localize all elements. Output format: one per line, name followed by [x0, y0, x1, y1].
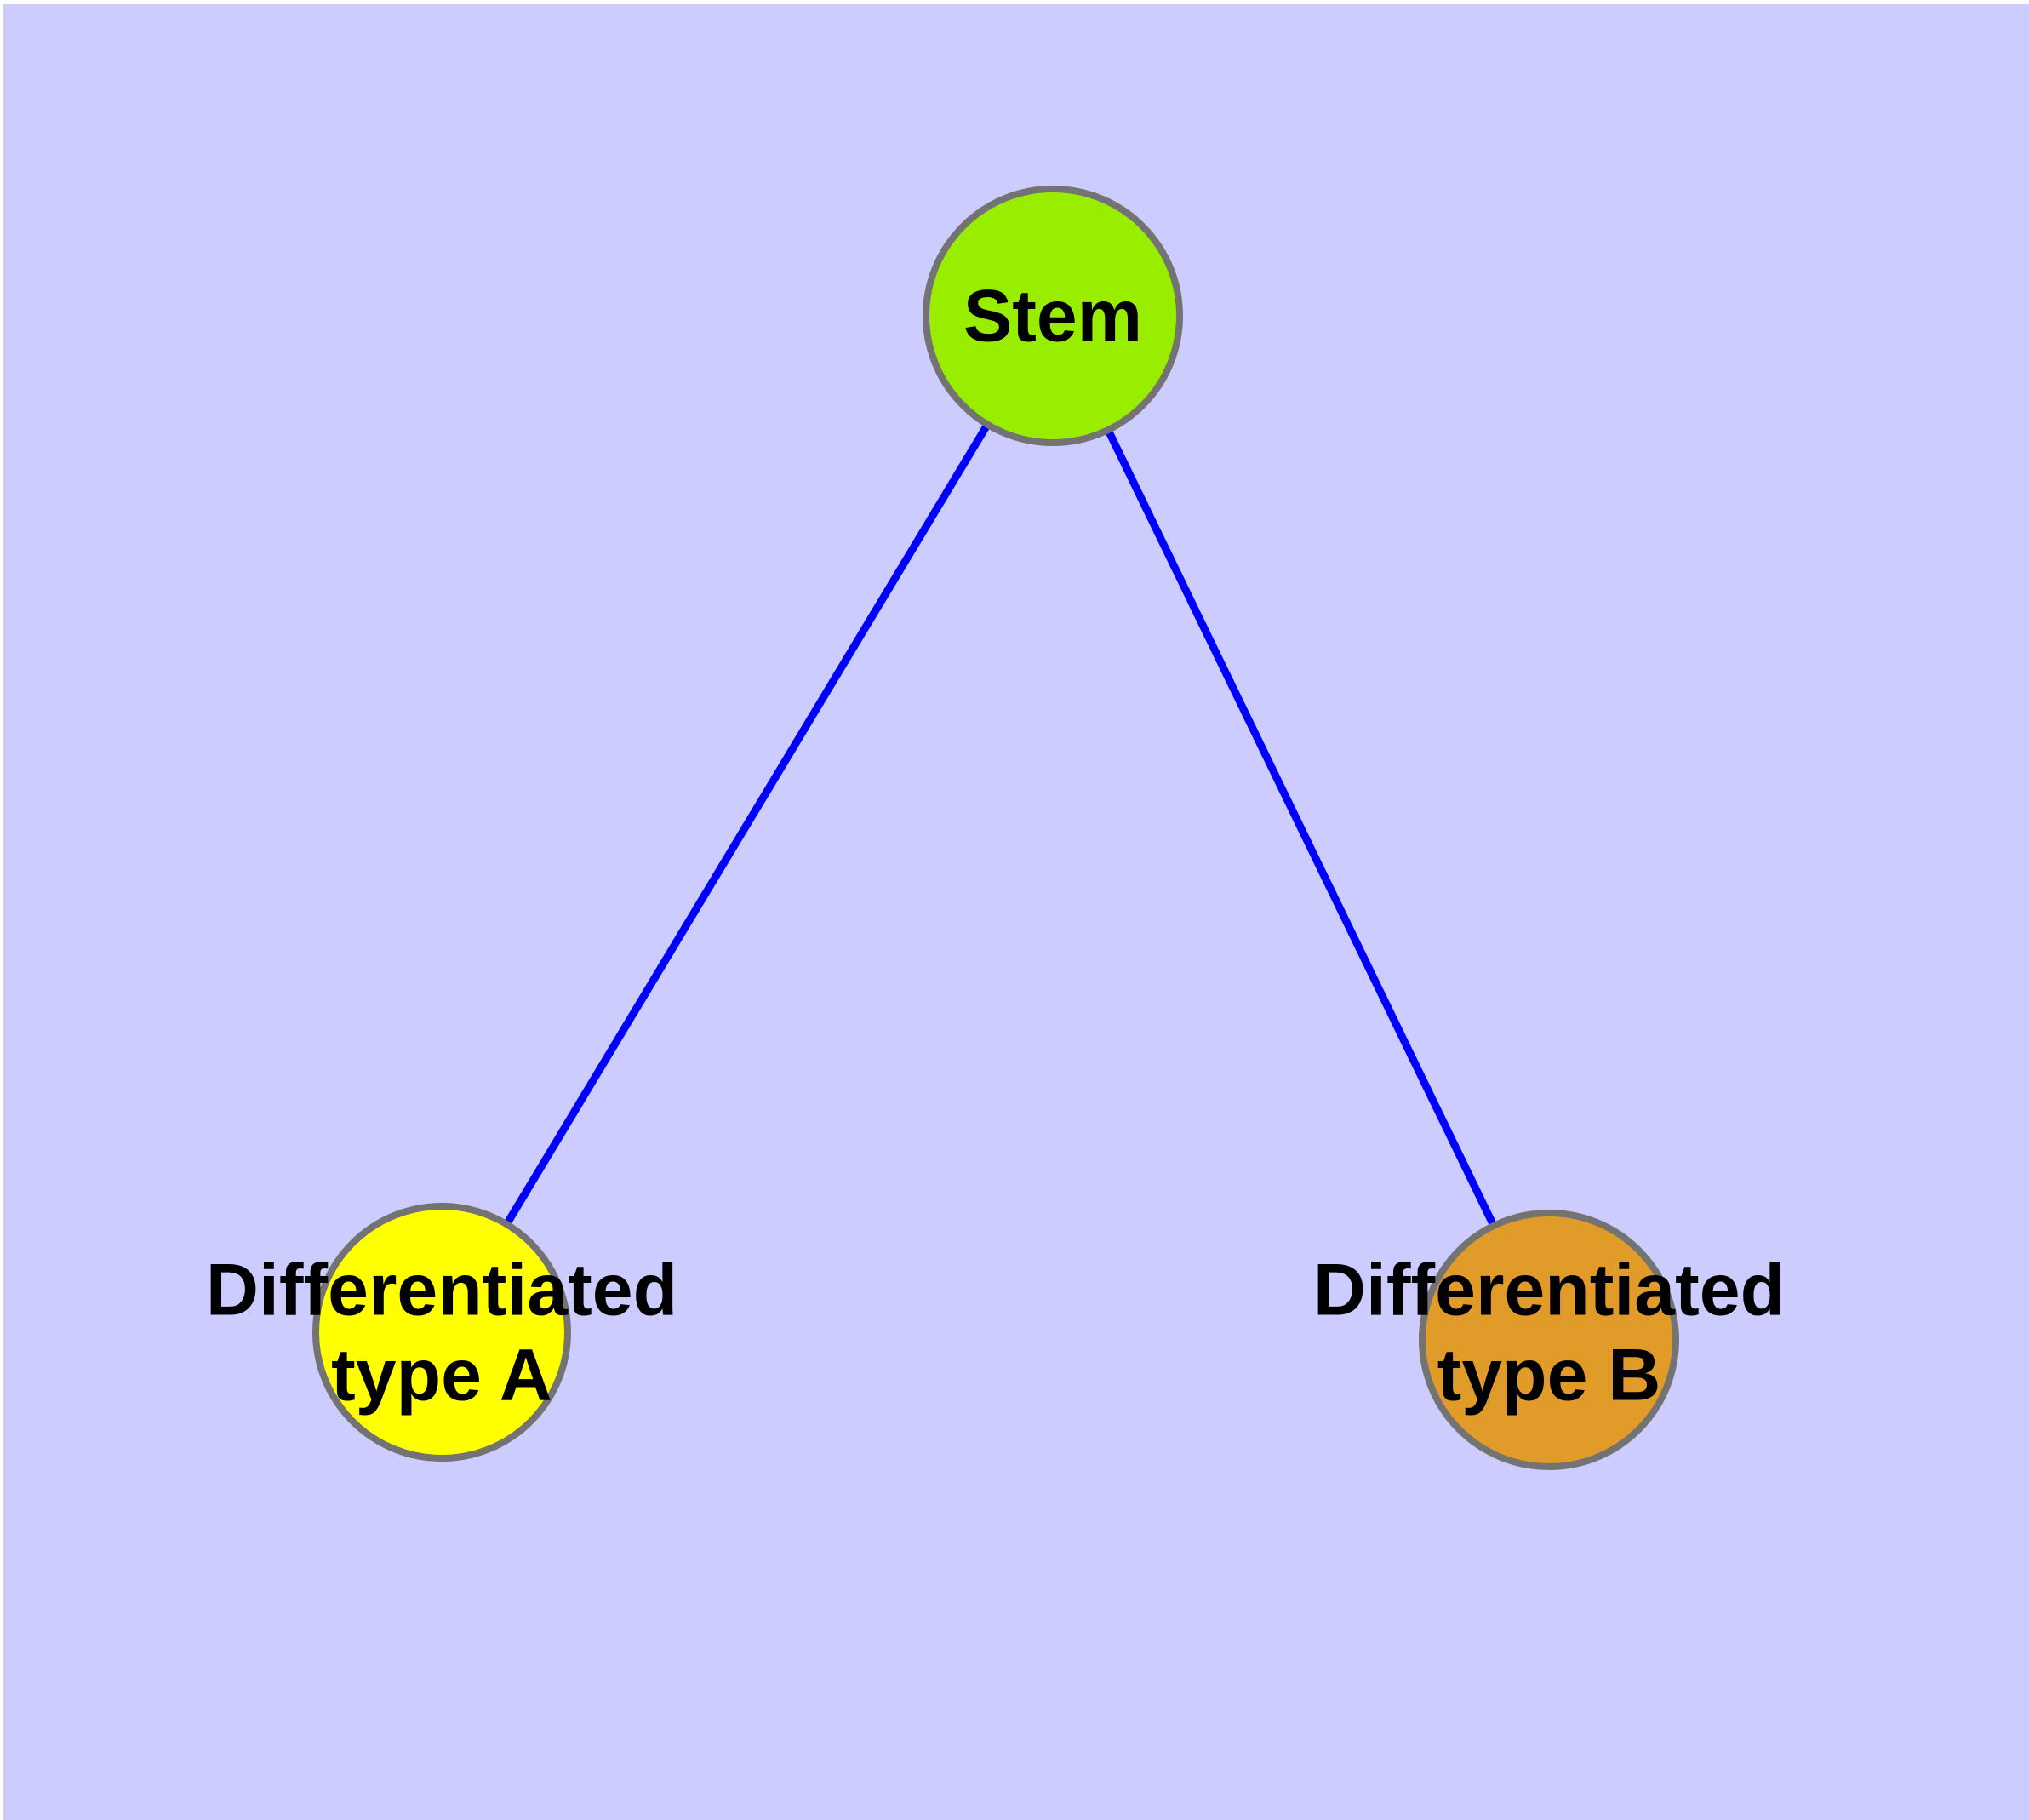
edge-layer — [502, 421, 1498, 1229]
node-differentiated-type-a-circle[interactable] — [312, 1203, 571, 1462]
node-differentiated-type-b-label-line2: type B — [1437, 1335, 1661, 1417]
node-differentiated-type-b[interactable]: Differentiated type B — [1313, 1210, 1785, 1470]
node-differentiated-type-a-label-line2: type A — [331, 1335, 552, 1417]
edge-stem-to-differentiated-a[interactable] — [502, 421, 992, 1228]
node-stem-label: Stem — [963, 276, 1142, 358]
node-differentiated-type-b-circle[interactable] — [1419, 1210, 1679, 1470]
node-layer: Stem Differentiated type A Differentiate… — [206, 186, 1785, 1470]
node-differentiated-type-b-label-line1: Differentiated — [1313, 1250, 1785, 1331]
node-differentiated-type-a-label-line1: Differentiated — [206, 1250, 677, 1331]
node-differentiated-type-a[interactable]: Differentiated type A — [206, 1203, 677, 1462]
node-stem[interactable]: Stem — [923, 186, 1183, 446]
edge-stem-to-differentiated-b[interactable] — [1104, 426, 1498, 1229]
node-stem-circle[interactable] — [923, 186, 1183, 446]
